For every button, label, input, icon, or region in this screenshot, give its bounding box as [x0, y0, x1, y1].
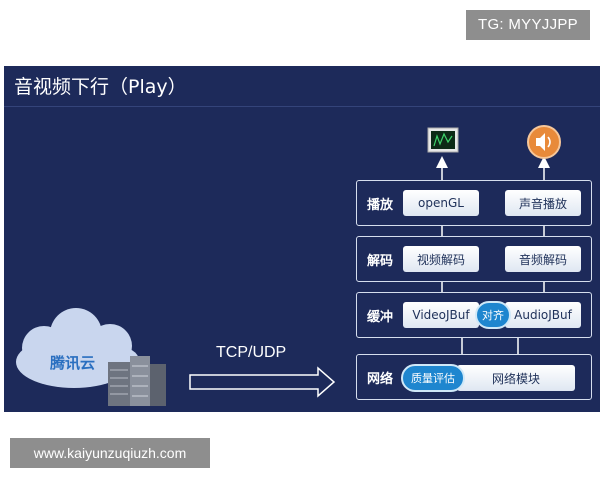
- title-divider: [4, 106, 600, 107]
- module-video-jbuf: VideoJBuf: [403, 302, 479, 328]
- layer-label-network: 网络: [367, 371, 394, 387]
- url-watermark: www.kaiyunzuqiuzh.com: [10, 438, 210, 468]
- transport-arrow: [189, 366, 336, 398]
- module-opengl: openGL: [403, 190, 479, 216]
- module-audio-playback: 声音播放: [505, 190, 581, 216]
- speaker-icon: [527, 125, 561, 159]
- tg-watermark: TG: MYYJJPP: [466, 10, 590, 40]
- module-audio-jbuf: AudioJBuf: [505, 302, 581, 328]
- layer-label-play: 播放: [367, 197, 394, 213]
- monitor-icon: [427, 127, 459, 153]
- module-video-decode: 视频解码: [403, 246, 479, 272]
- layer-label-decode: 解码: [367, 253, 394, 269]
- cloud-label: 腾讯云: [50, 354, 96, 372]
- layer-network: 网络 网络模块 质量评估: [356, 354, 592, 400]
- diagram-slide: 音视频下行（Play）: [4, 66, 600, 412]
- layer-decode: 解码 视频解码 音频解码: [356, 236, 592, 282]
- layer-label-buffer: 缓冲: [367, 309, 394, 325]
- connectors: [16, 125, 561, 406]
- quality-assessment-badge: 质量评估: [401, 364, 465, 392]
- protocol-label: TCP/UDP: [216, 344, 287, 361]
- slide-title: 音视频下行（Play）: [14, 76, 187, 98]
- layer-buffer: 缓冲 VideoJBuf AudioJBuf 对齐: [356, 292, 592, 338]
- server-icon: [108, 356, 166, 406]
- module-audio-decode: 音频解码: [505, 246, 581, 272]
- layer-play: 播放 openGL 声音播放: [356, 180, 592, 226]
- align-badge: 对齐: [475, 301, 511, 329]
- module-network: 网络模块: [457, 365, 575, 391]
